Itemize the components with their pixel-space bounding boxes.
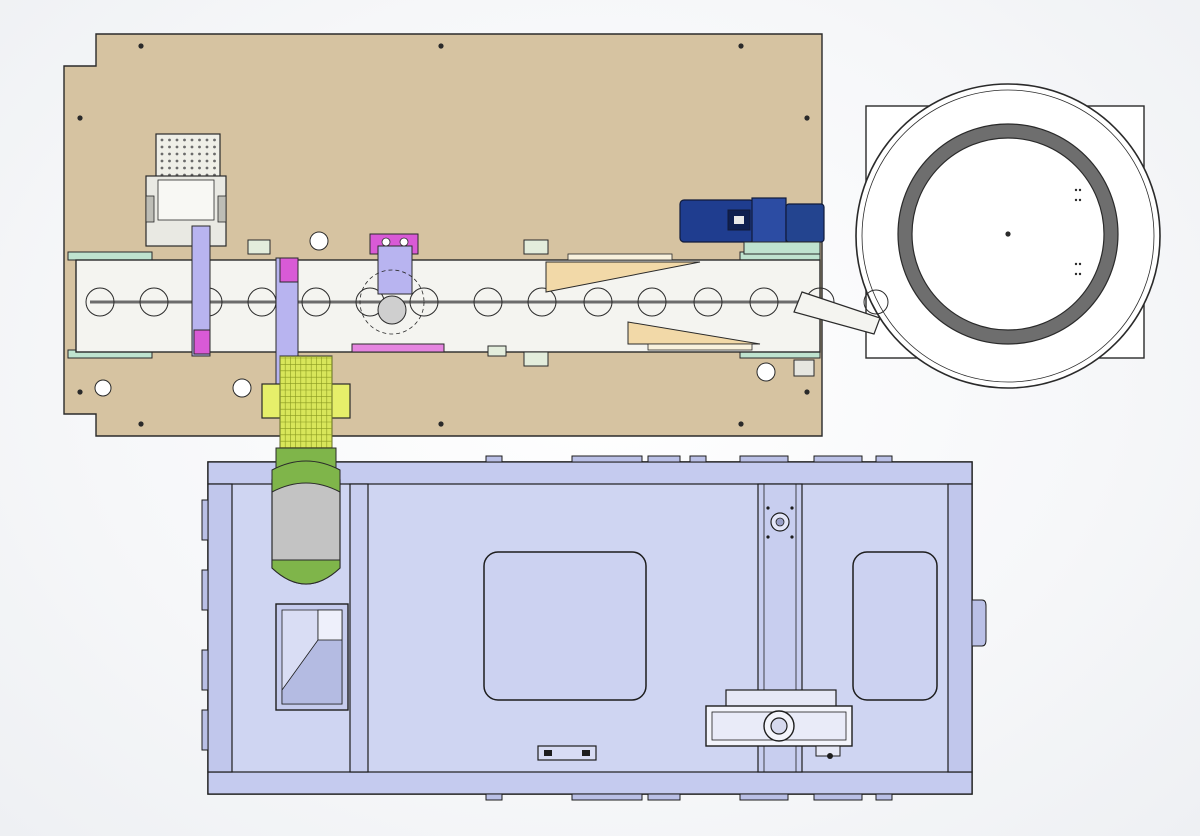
baseplate-bore: [309, 231, 329, 251]
magazine-perforation: [198, 166, 201, 170]
index-hole: [139, 287, 169, 317]
magazine-perforation: [160, 138, 164, 142]
bowl-center-pin: [1005, 231, 1011, 237]
magazine-perforation: [160, 166, 164, 170]
baseplate-bore: [232, 378, 252, 398]
transfer-chute: [261, 355, 351, 585]
magazine-perforation: [168, 152, 171, 156]
magazine-perforation: [183, 145, 186, 149]
vibratory-bowl-feeder: [793, 83, 1161, 389]
magazine-perforation: [160, 145, 164, 149]
drive-motor: [679, 197, 825, 255]
frame-bottom-rail: [207, 771, 973, 795]
magazine-perforation: [190, 138, 194, 142]
index-hole: [301, 287, 331, 317]
transfer-guide-left: [191, 225, 211, 357]
magazine-perforation: [175, 159, 179, 163]
magazine-perforation: [205, 152, 209, 156]
transfer-guide-left-cap: [193, 329, 211, 355]
magazine-perforation: [205, 145, 209, 149]
index-hole: [749, 287, 779, 317]
frame-right-end: [947, 483, 973, 773]
index-hole: [473, 287, 503, 317]
magazine-perforation: [213, 159, 216, 163]
magazine-perforation: [183, 138, 186, 142]
frame-left-end: [207, 483, 233, 773]
magazine-perforation: [213, 152, 216, 156]
magazine-perforation: [213, 166, 216, 170]
access-window-left: [483, 551, 647, 701]
machine-frame: [201, 455, 987, 801]
magazine-feeder: [145, 133, 227, 247]
access-window-right: [852, 551, 938, 701]
magazine-perforation: [175, 138, 179, 142]
index-hole: [583, 287, 613, 317]
magazine-perforation: [190, 145, 194, 149]
hopper: [275, 603, 349, 711]
magazine-perforation: [168, 166, 171, 170]
bowl-discharge-track: [793, 291, 881, 335]
magazine-perforation: [198, 152, 201, 156]
magazine-perforation: [168, 145, 171, 149]
magazine-perforation: [168, 159, 171, 163]
indexing-carriage: [351, 233, 445, 353]
magazine-perforation: [205, 138, 209, 142]
magazine-perforation: [205, 159, 209, 163]
baseplate-bore: [756, 362, 776, 382]
frame-divider-left: [349, 483, 369, 773]
magazine-perforation: [198, 159, 201, 163]
magazine-perforation: [175, 145, 179, 149]
magazine-perforation: [190, 152, 194, 156]
magazine-perforation: [198, 138, 201, 142]
magazine-perforation: [175, 152, 179, 156]
index-hole: [409, 287, 439, 317]
magazine-perforation: [198, 145, 201, 149]
magazine-perforation: [183, 152, 186, 156]
magazine-perforation: [183, 166, 186, 170]
magazine-perforation: [213, 145, 216, 149]
guide-wedge-top: [545, 261, 701, 293]
index-hole: [85, 287, 115, 317]
frame-side-handle: [971, 599, 987, 647]
magazine-perforation: [205, 166, 209, 170]
index-hole: [637, 287, 667, 317]
conveyor-track: [75, 253, 835, 353]
magazine-perforation: [190, 166, 194, 170]
track-brackets: [247, 239, 549, 367]
transfer-guide-mid-cap: [279, 257, 299, 283]
baseplate-bore: [94, 379, 112, 397]
index-hole: [527, 287, 557, 317]
magazine-perforation: [160, 159, 164, 163]
magazine-perforation: [213, 138, 216, 142]
magazine-perforation: [190, 159, 194, 163]
control-box: [705, 689, 853, 759]
magazine-perforation: [160, 152, 164, 156]
magazine-perforation: [183, 159, 186, 163]
magazine-perforation: [175, 166, 179, 170]
magazine-perforation: [168, 138, 171, 142]
index-hole: [693, 287, 723, 317]
label-plate: [537, 745, 597, 761]
